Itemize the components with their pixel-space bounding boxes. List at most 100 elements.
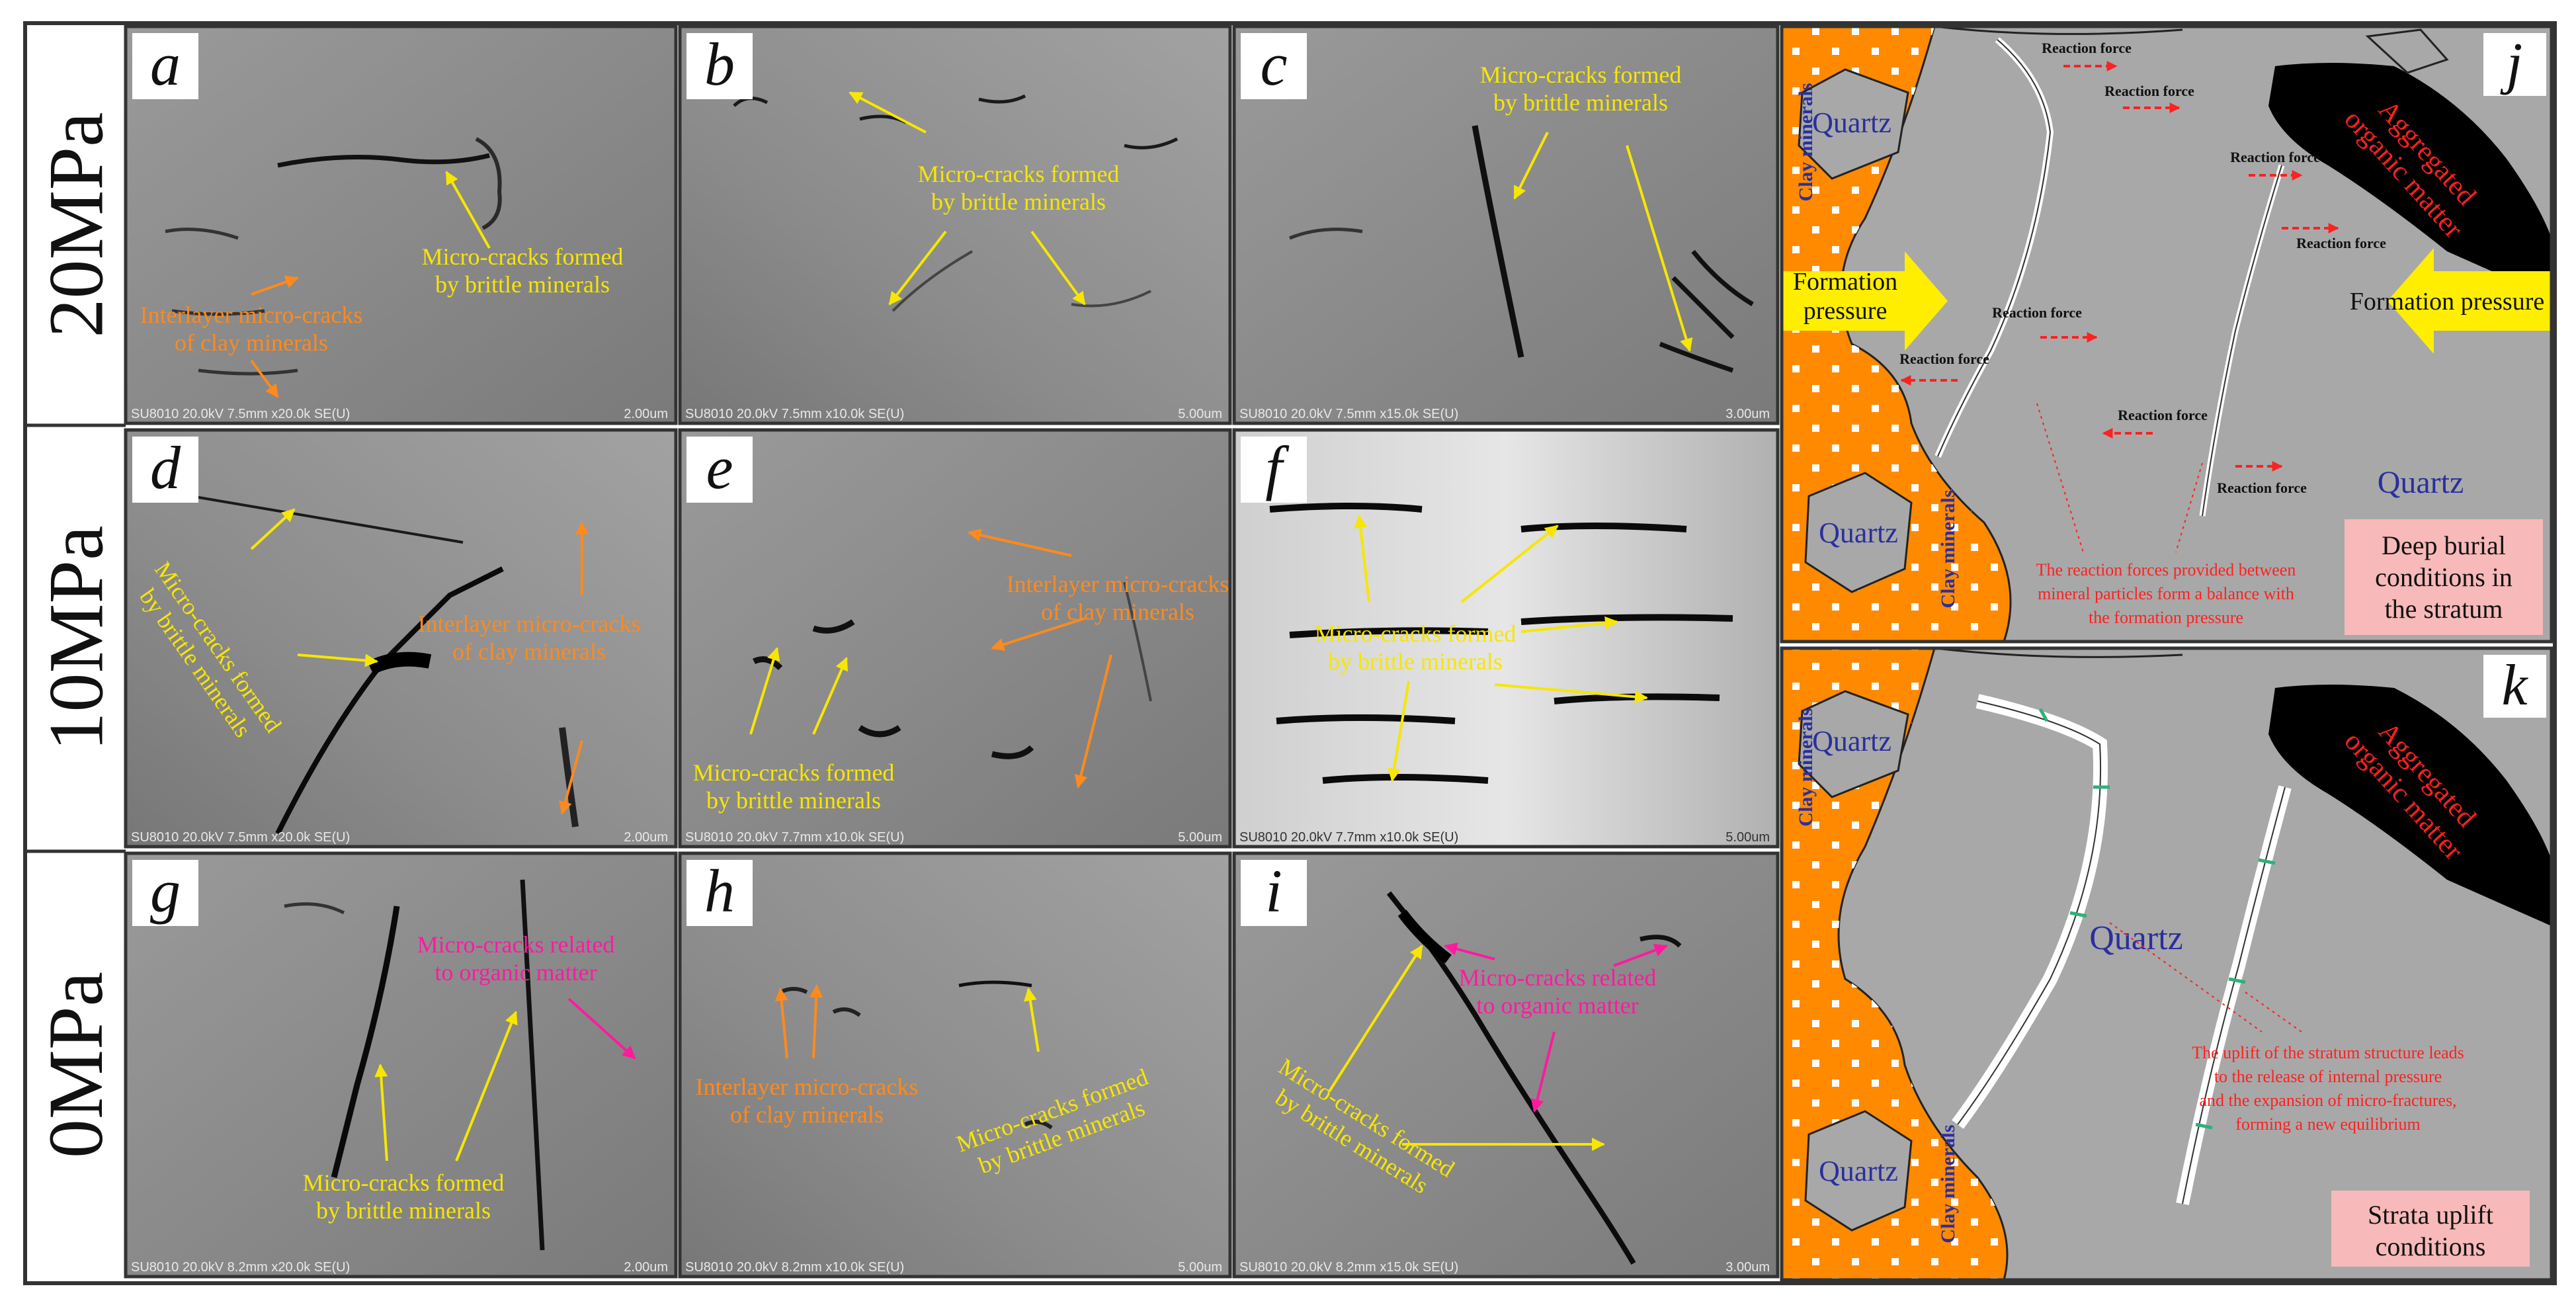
panel-letter-d: d bbox=[150, 434, 181, 501]
svg-text:Reaction force: Reaction force bbox=[2230, 149, 2320, 165]
panel-letter-box bbox=[1241, 437, 1307, 503]
label-clay-minerals: Clay minerals bbox=[1795, 83, 1817, 201]
figure-frame bbox=[23, 21, 2557, 1285]
sem-footer: SU8010 20.0kV 7.7mm x10.0k SE(U) bbox=[685, 830, 904, 845]
organic-matter-region bbox=[2268, 63, 2552, 298]
svg-text:Reaction force: Reaction force bbox=[2296, 235, 2386, 251]
label-formation-pressure: Formation pressure bbox=[2350, 288, 2544, 316]
scale-bar-label: 5.00um bbox=[1178, 830, 1222, 845]
quartz-grain bbox=[1798, 68, 1909, 180]
panel-letter-box bbox=[2483, 655, 2546, 718]
sem-footer: SU8010 20.0kV 7.5mm x15.0k SE(U) bbox=[1239, 407, 1458, 421]
panel-letter-b: b bbox=[704, 30, 735, 98]
label-clay-minerals: Clay minerals bbox=[1795, 708, 1817, 826]
quartz-grain bbox=[1804, 1110, 1913, 1232]
sem-footer: SU8010 20.0kV 7.5mm x20.0k SE(U) bbox=[131, 830, 350, 845]
formation-pressure-arrow-left bbox=[2388, 248, 2552, 354]
reaction-force-group: Reaction force Reaction force Reaction f… bbox=[1899, 40, 2386, 496]
label-quartz: Quartz bbox=[1812, 725, 1891, 757]
panel-letter-box bbox=[132, 33, 198, 99]
label-quartz: Quartz bbox=[2089, 919, 2182, 957]
svg-text:Reaction force: Reaction force bbox=[1992, 304, 2082, 321]
panel-letter-box bbox=[2483, 33, 2546, 96]
panel-letter-k: k bbox=[2501, 654, 2528, 718]
panel-letter-h: h bbox=[704, 857, 735, 925]
label-quartz: Quartz bbox=[2378, 465, 2464, 500]
panel-letter-box bbox=[686, 437, 753, 503]
sem-footer: SU8010 20.0kV 8.2mm x20.0k SE(U) bbox=[131, 1260, 350, 1275]
svg-text:Reaction force: Reaction force bbox=[1899, 351, 1989, 367]
panel-letter-box bbox=[686, 860, 753, 926]
label-quartz: Quartz bbox=[1819, 1155, 1898, 1187]
organic-matter-region bbox=[2268, 685, 2552, 926]
sem-footer: SU8010 20.0kV 8.2mm x10.0k SE(U) bbox=[685, 1260, 904, 1275]
panel-borders bbox=[124, 24, 2554, 1282]
scale-bar-label: 3.00um bbox=[1725, 407, 1770, 421]
panel-letter-box bbox=[132, 437, 198, 503]
label-clay-minerals: Clay minerals bbox=[1937, 1124, 1959, 1243]
panel-letter-box bbox=[686, 33, 753, 99]
panel-letter-box bbox=[132, 860, 198, 926]
sem-footer: SU8010 20.0kV 7.5mm x10.0k SE(U) bbox=[685, 407, 904, 421]
scale-bar-label: 5.00um bbox=[1178, 1260, 1222, 1275]
scale-bar-label: 2.00um bbox=[624, 407, 668, 421]
label-quartz: Quartz bbox=[1812, 106, 1891, 139]
scale-bar-label: 5.00um bbox=[1178, 407, 1222, 421]
label-clay-minerals: Clay minerals bbox=[1937, 489, 1959, 608]
svg-text:Reaction force: Reaction force bbox=[2042, 40, 2132, 56]
schematic-panel-k: k Quartz Quartz Quartz Clay minerals Cla… bbox=[1780, 647, 2552, 1281]
sem-footer: SU8010 20.0kV 7.7mm x10.0k SE(U) bbox=[1239, 830, 1458, 845]
note-uplift: The uplift of the stratum structure lead… bbox=[2192, 1043, 2464, 1134]
formation-pressure-arrow-right bbox=[1782, 251, 1948, 351]
panel-letter-a: a bbox=[150, 30, 181, 98]
scale-bar-label: 2.00um bbox=[624, 830, 668, 845]
panel-letter-g: g bbox=[150, 857, 181, 925]
sem-panel-d: d Micro-cracks formedby brittle minerals… bbox=[126, 430, 676, 847]
svg-text:Reaction force: Reaction force bbox=[2118, 407, 2208, 423]
svg-text:Reaction force: Reaction force bbox=[2217, 480, 2307, 496]
condition-box bbox=[2331, 1191, 2530, 1267]
panel-letter-i: i bbox=[1265, 857, 1282, 925]
scale-bar-label: 5.00um bbox=[1725, 830, 1770, 845]
quartz-grain bbox=[1798, 690, 1909, 798]
panel-letter-c: c bbox=[1261, 30, 1288, 98]
label-quartz: Quartz bbox=[1819, 517, 1898, 549]
panel-letter-box bbox=[1241, 33, 1307, 99]
scale-bar-label: 3.00um bbox=[1725, 1260, 1770, 1275]
condition-box bbox=[2345, 519, 2543, 635]
sem-footer: SU8010 20.0kV 7.5mm x20.0k SE(U) bbox=[131, 407, 350, 421]
scale-bar-label: 2.00um bbox=[624, 1260, 668, 1275]
schematic-panel-j: j Quartz Quartz Quartz Clay minerals Cla… bbox=[1780, 25, 2552, 643]
svg-text:Reaction force: Reaction force bbox=[2104, 83, 2194, 99]
sem-footer: SU8010 20.0kV 8.2mm x15.0k SE(U) bbox=[1239, 1260, 1458, 1275]
panel-letter-box bbox=[1241, 860, 1307, 926]
mineral-bridges bbox=[2038, 708, 2276, 1130]
quartz-grain bbox=[1804, 472, 1913, 593]
panel-letter-e: e bbox=[706, 434, 733, 501]
